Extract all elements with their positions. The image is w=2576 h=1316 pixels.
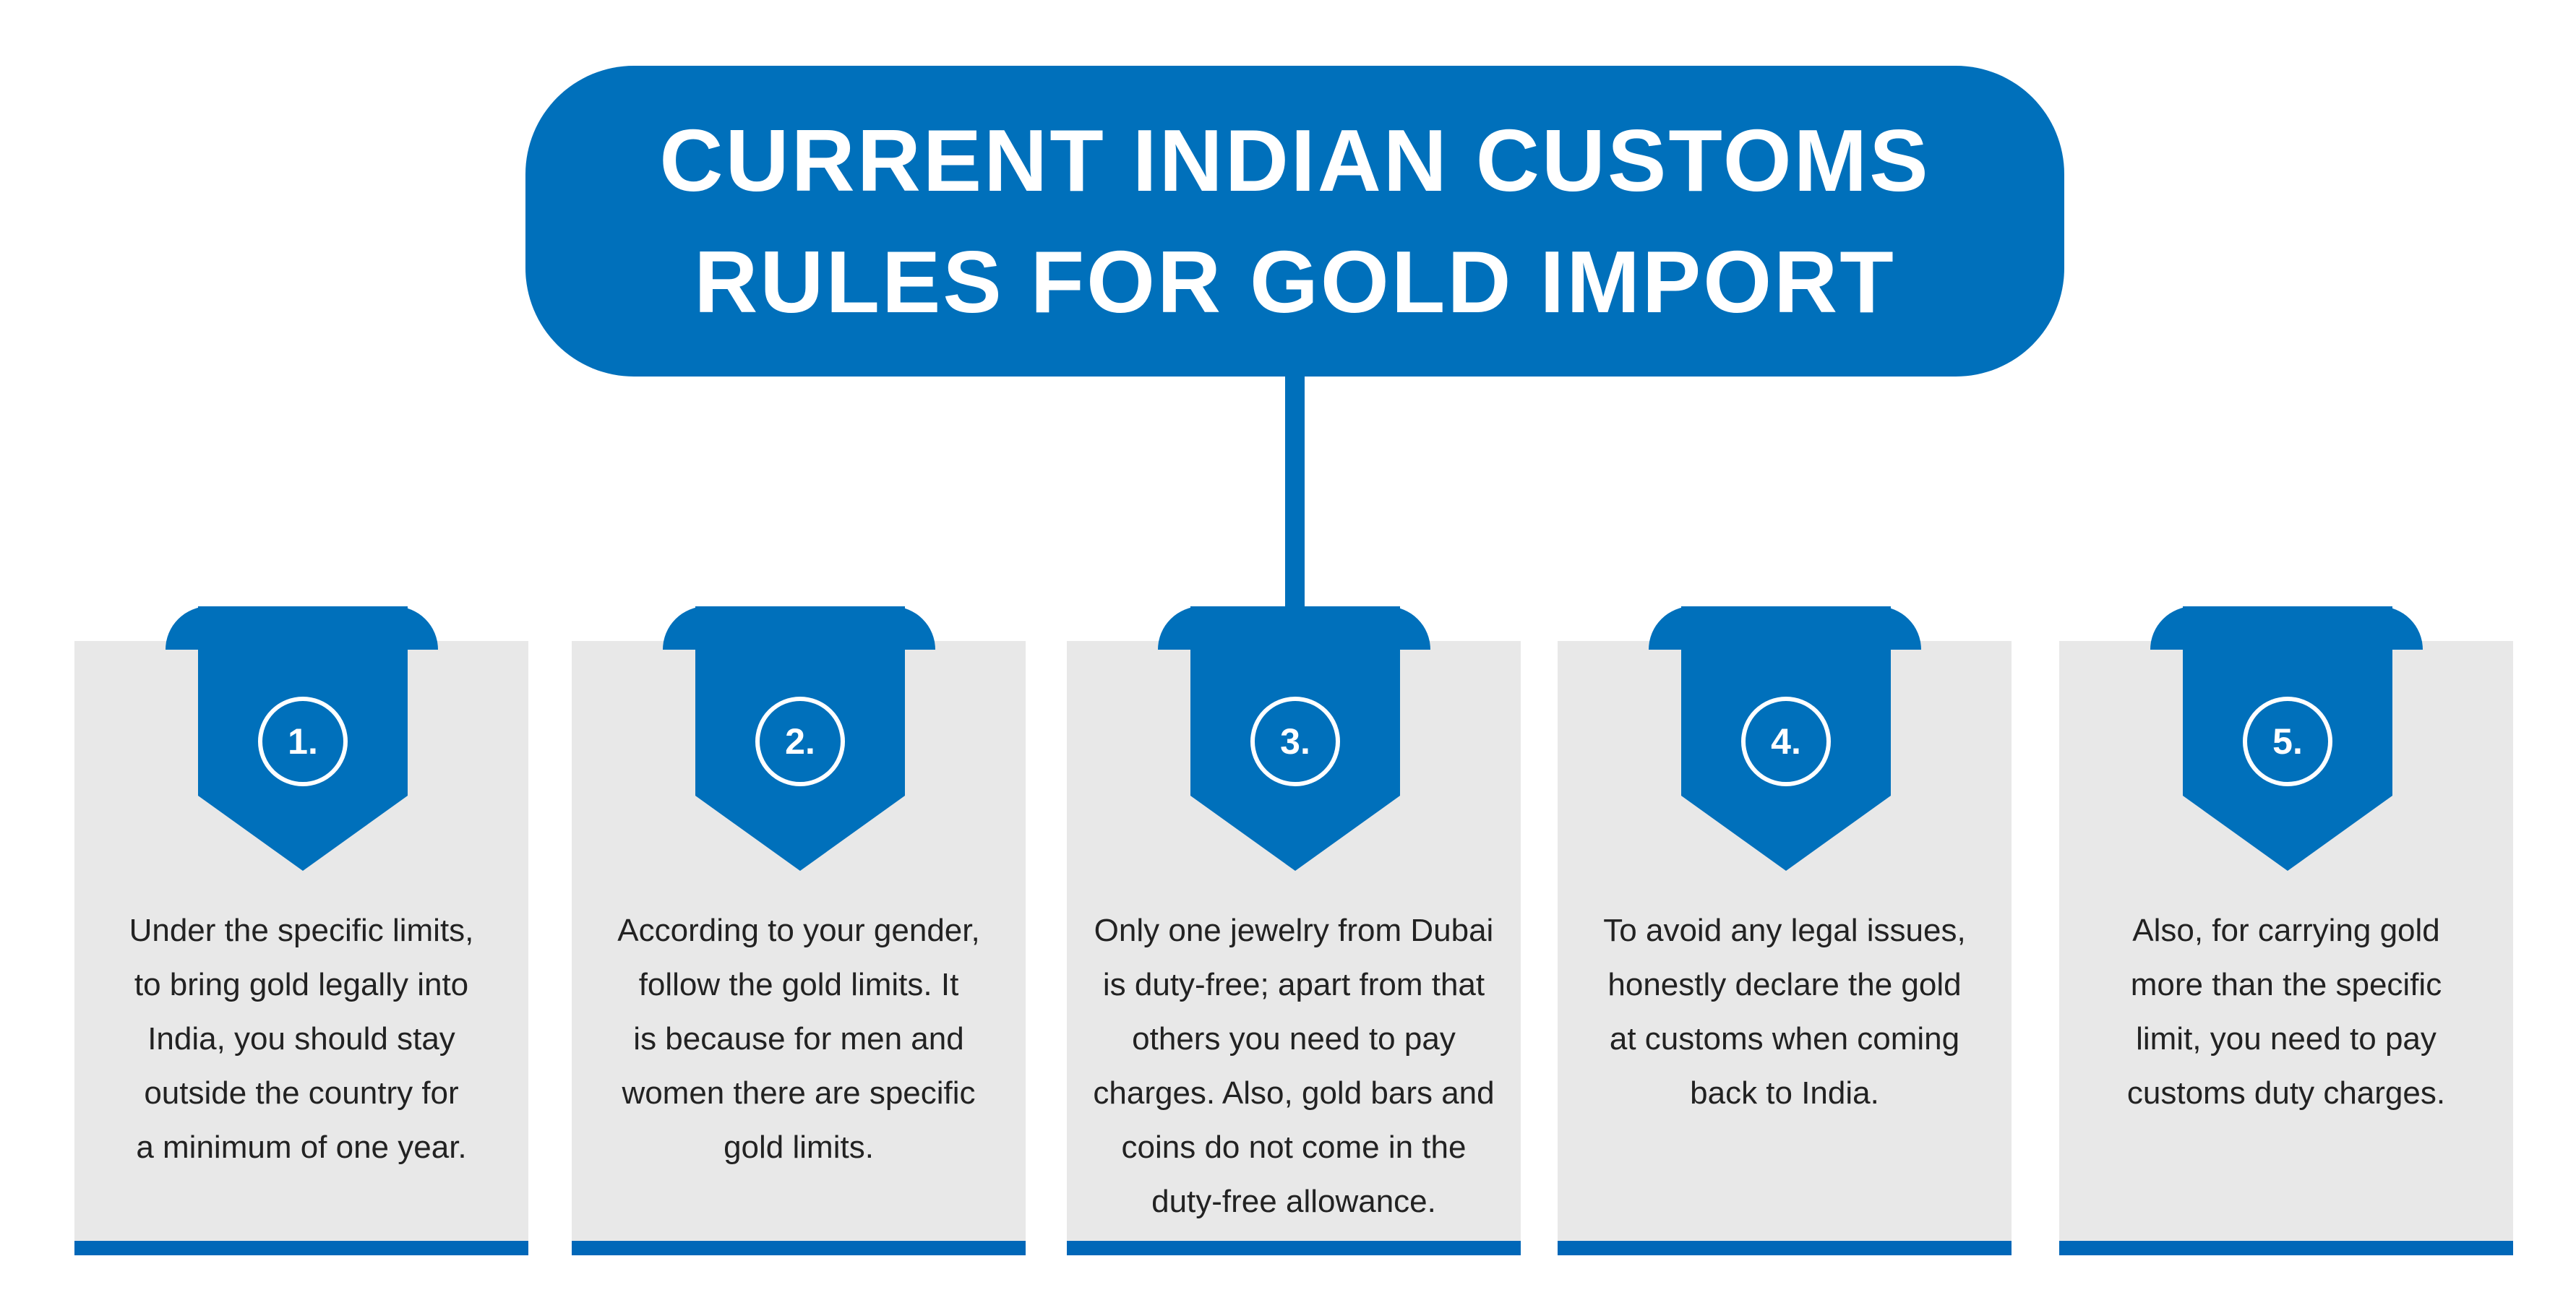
title-banner: CURRENT INDIAN CUSTOMS RULES FOR GOLD IM… xyxy=(525,66,2064,377)
card-bottom-bar xyxy=(2059,1241,2513,1255)
step-number-badge: 4. xyxy=(1741,697,1831,786)
card-bottom-bar xyxy=(572,1241,1026,1255)
rule-card xyxy=(1067,641,1521,1255)
connector-line xyxy=(1285,372,1305,618)
title-line-1: CURRENT INDIAN CUSTOMS xyxy=(659,111,1931,210)
step-number-badge: 5. xyxy=(2243,697,2332,786)
rule-description: Only one jewelry from Dubai is duty-free… xyxy=(1093,913,1495,1219)
title-line-2: RULES FOR GOLD IMPORT xyxy=(694,233,1896,331)
step-number-badge: 3. xyxy=(1250,697,1340,786)
card-bottom-bar xyxy=(74,1241,528,1255)
step-number-badge: 2. xyxy=(755,697,845,786)
card-bottom-bar xyxy=(1067,1241,1521,1255)
rule-description: Also, for carrying gold more than the sp… xyxy=(2126,913,2446,1111)
step-number-badge: 1. xyxy=(258,697,348,786)
rule-description: To avoid any legal issues, honestly decl… xyxy=(1603,913,1966,1111)
rule-description: According to your gender, follow the gol… xyxy=(617,913,980,1165)
rule-description: Under the specific limits, to bring gold… xyxy=(129,913,474,1165)
rule-card xyxy=(572,641,1026,1255)
card-bottom-bar xyxy=(1558,1241,2012,1255)
